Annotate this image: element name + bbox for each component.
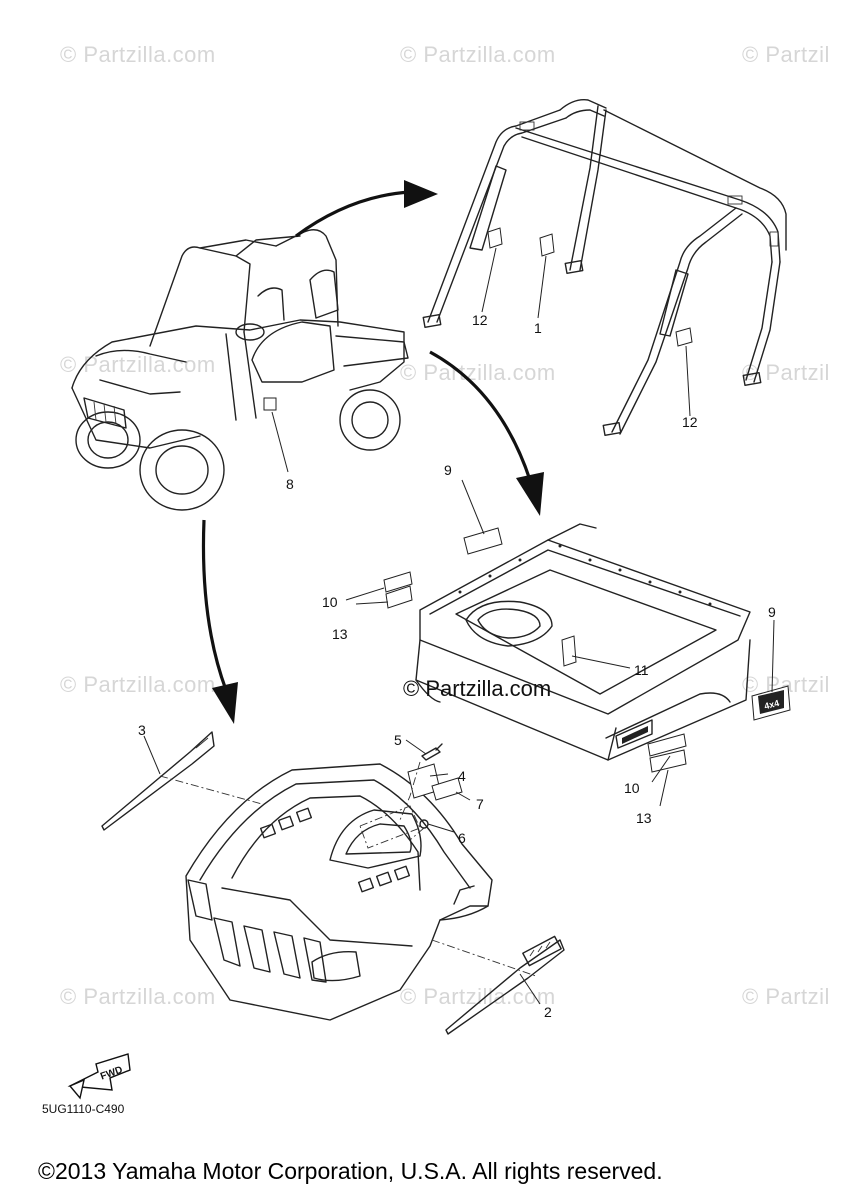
callout-2: 2 <box>544 1004 552 1020</box>
callout-13: 13 <box>332 626 348 642</box>
callout-10: 10 <box>624 780 640 796</box>
callout-7: 7 <box>476 796 484 812</box>
watermark: © Partzilla.com <box>400 360 556 385</box>
watermark: © Partzilla.com <box>400 42 556 67</box>
direction-arrows <box>201 180 544 724</box>
utv-vehicle <box>71 229 409 511</box>
callout-8: 8 <box>286 476 294 492</box>
small-parts <box>399 743 463 829</box>
callout-9: 9 <box>444 462 452 478</box>
callout-1: 1 <box>534 320 542 336</box>
callout-10: 10 <box>322 594 338 610</box>
watermark: © Partzil <box>742 42 830 67</box>
callout-12: 12 <box>682 414 698 430</box>
fwd-arrow-icon: FWD <box>67 1053 131 1100</box>
decal-4x4-text: 4x4 <box>763 698 780 711</box>
callout-5: 5 <box>394 732 402 748</box>
watermark: © Partzilla.com <box>60 984 216 1009</box>
front-hood <box>185 763 493 1021</box>
side-stripe-decals <box>101 731 565 1035</box>
callout-12: 12 <box>472 312 488 328</box>
callout-3: 3 <box>138 722 146 738</box>
callout-4: 4 <box>458 768 466 784</box>
callout-13: 13 <box>636 810 652 826</box>
center-watermark: © Partzilla.com <box>403 676 552 701</box>
callout-9: 9 <box>768 604 776 620</box>
callout-11: 11 <box>634 662 649 678</box>
roll-cage <box>422 99 787 437</box>
watermark: © Partzilla.com <box>60 352 216 377</box>
diagram-code: 5UG1110-C490 <box>42 1102 125 1116</box>
watermark: © Partzilla.com <box>60 672 216 697</box>
watermark: © Partzilla.com <box>60 42 216 67</box>
callout-6: 6 <box>458 830 466 846</box>
cargo-bed: 4x4 <box>383 523 791 773</box>
watermark: © Partzil <box>742 984 830 1009</box>
copyright-notice: ©2013 Yamaha Motor Corporation, U.S.A. A… <box>38 1158 663 1184</box>
leader-lines <box>143 247 775 1005</box>
